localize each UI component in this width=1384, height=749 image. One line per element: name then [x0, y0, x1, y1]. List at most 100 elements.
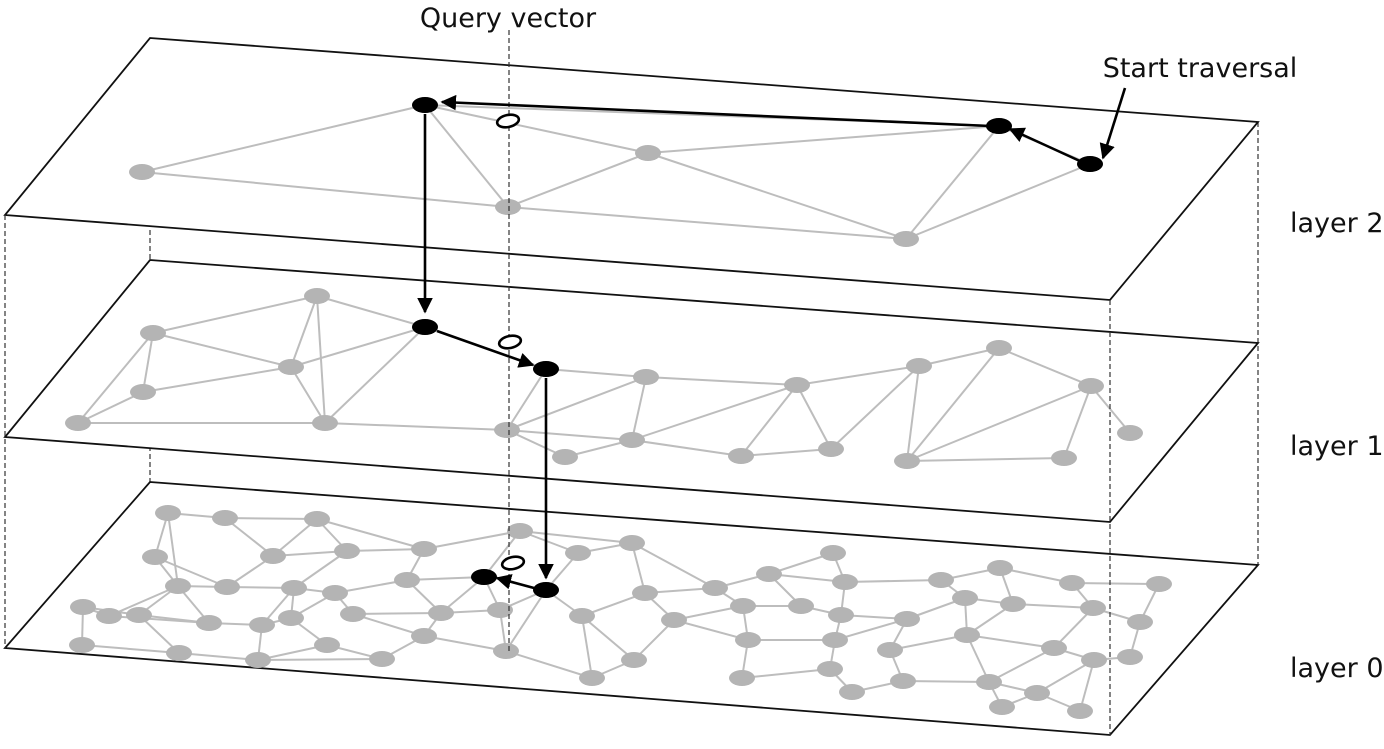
layer-0-node	[828, 607, 854, 623]
layer-2-edge	[647, 125, 1000, 154]
layer-0-hop-arrow	[495, 574, 535, 590]
layer-0-edge	[352, 612, 442, 615]
layer-1-nearest-node	[533, 361, 559, 377]
layer-1-node	[494, 422, 520, 438]
layer-0-node	[579, 670, 605, 686]
layer-1-edge	[906, 457, 1065, 462]
layer-1-edge	[152, 295, 318, 334]
query-point-layer-0	[500, 555, 526, 571]
layer-1-node	[552, 449, 578, 465]
layer-0-node	[894, 611, 920, 627]
layer-0-node	[1024, 685, 1050, 701]
layer-0-node	[166, 645, 192, 661]
layer-0-edge	[316, 518, 425, 550]
layer-2-hop-1-arrow	[1008, 127, 1083, 164]
layer-0-node	[314, 637, 340, 653]
layer-1-edge	[545, 368, 647, 378]
layer-2-node	[129, 164, 155, 180]
layer-1-node	[633, 369, 659, 385]
layer-1-edge	[77, 391, 144, 424]
layer-2-label: layer 2	[1290, 208, 1384, 239]
layer-2-node	[495, 199, 521, 215]
layer-0-node	[976, 674, 1002, 690]
layer-0-edge	[293, 550, 348, 589]
layer-0-edge	[505, 650, 593, 679]
layer-0-edge	[352, 613, 425, 637]
layer-0-node	[214, 579, 240, 595]
layer-0-node	[1081, 652, 1107, 668]
layer-2-edge	[905, 163, 1091, 240]
layer-0-node	[1059, 575, 1085, 591]
layer-0-edge	[966, 634, 990, 683]
layer-1-node	[1051, 450, 1077, 466]
layer-0-node	[69, 637, 95, 653]
layer-1-edge	[906, 365, 920, 462]
layer-0-edge	[741, 668, 831, 679]
layer-1-edge	[290, 366, 326, 424]
layer-0-edge	[1012, 603, 1094, 609]
layer-0-edge	[257, 658, 383, 661]
layer-0-edge	[423, 635, 507, 652]
query-point-layer-2	[495, 113, 521, 129]
layer-0-node	[1127, 614, 1153, 630]
layer-0-node	[817, 661, 843, 677]
layer-0-node	[735, 632, 761, 648]
layer-0-edge	[519, 530, 633, 544]
layer-2-edge	[424, 104, 509, 208]
layer-1-edge	[645, 376, 798, 386]
layer-1-edge	[1090, 385, 1131, 434]
layer-0-edge	[902, 680, 990, 683]
layer-0-node	[487, 602, 513, 618]
layer-1-edge	[631, 384, 798, 441]
layer-0-node	[890, 673, 916, 689]
layer-2-edge	[141, 171, 509, 208]
layer-0-edge	[581, 615, 593, 679]
layer-1-node	[130, 384, 156, 400]
layer-0-edge	[1079, 659, 1095, 712]
layer-0-node	[369, 651, 395, 667]
layer-0-node	[928, 572, 954, 588]
layer-2-edge	[647, 152, 907, 240]
layer-0-edge	[966, 634, 1055, 649]
layer-1-node	[784, 377, 810, 393]
layer-0-node	[411, 541, 437, 557]
layer-1-edge	[316, 295, 426, 328]
layer-0-node	[142, 549, 168, 565]
layer-0-node	[729, 670, 755, 686]
layer-0-node	[756, 566, 782, 582]
layer-1-edge	[506, 429, 633, 441]
layer-0-edge	[1071, 582, 1160, 585]
layer-0-node	[411, 628, 437, 644]
layer-0-node	[632, 585, 658, 601]
layer-0-edge	[224, 517, 318, 520]
layer-1-edge	[142, 332, 154, 393]
layer-0-edge	[988, 647, 1055, 683]
layer-1-node	[1078, 378, 1104, 394]
layer-0-edge	[505, 589, 547, 652]
layer-0-edge	[1036, 659, 1095, 694]
layer-0-node	[428, 605, 454, 621]
layer-0-edge	[154, 556, 228, 588]
layer-1-edge	[796, 384, 832, 450]
traversal-nodes	[412, 97, 1103, 598]
layer-0-node	[322, 585, 348, 601]
layer-0-plane	[3, 481, 1260, 736]
layer-0-edge	[423, 530, 521, 550]
layer-0-edge	[631, 542, 716, 589]
query-projections	[495, 113, 526, 571]
layer-0-entry-node	[533, 582, 559, 598]
layer-2-visited-node	[986, 118, 1012, 134]
layer-1-edge	[830, 365, 920, 450]
layer-0-node	[621, 652, 647, 668]
layer-0-node	[954, 627, 980, 643]
layer-0-node	[989, 699, 1015, 715]
layer-1-node	[906, 358, 932, 374]
layer-0-node	[730, 598, 756, 614]
layer-0-node	[507, 523, 533, 539]
layer-1-edge	[740, 448, 832, 457]
layer-0-edge	[224, 517, 274, 557]
layer-0-node	[1000, 596, 1026, 612]
layer-1-node	[65, 415, 91, 431]
layer-0-edge	[581, 615, 635, 661]
query-vector-label: Query vector	[420, 3, 597, 34]
